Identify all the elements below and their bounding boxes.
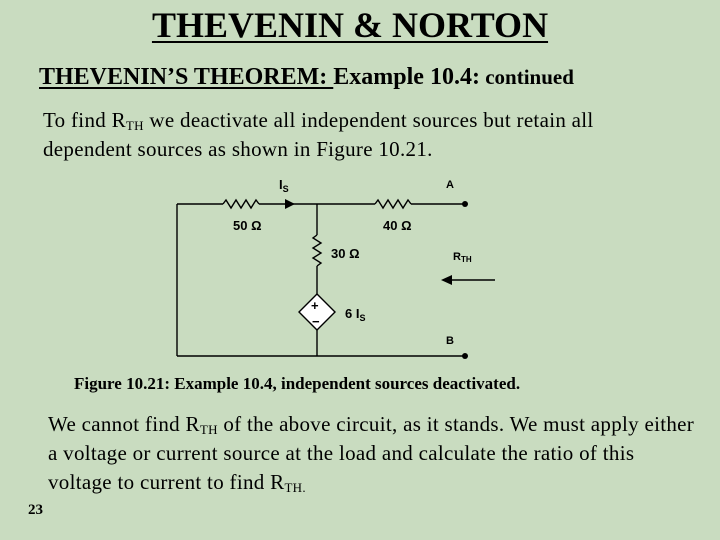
para1-subscript: TH	[125, 118, 144, 133]
resistor-40-icon	[374, 198, 412, 210]
page-number: 23	[28, 502, 43, 518]
para1-text-b: we deactivate all independent sources bu…	[43, 108, 594, 161]
para1-text-a: To find R	[43, 108, 126, 132]
current-arrow-icon	[285, 199, 295, 209]
para2-subscript-1: TH	[199, 422, 218, 437]
circuit-wires	[176, 198, 465, 357]
subtitle-example: Example 10.4:	[333, 64, 480, 90]
figure-caption: Figure 10.21: Example 10.4, independent …	[74, 374, 521, 393]
terminal-a-icon	[462, 201, 468, 207]
label-rth: RTH	[453, 251, 472, 264]
para2-subscript-2: TH.	[284, 480, 306, 495]
intro-paragraph: To find RTH we deactivate all independen…	[43, 106, 683, 164]
subtitle-theorem: THEVENIN’S THEOREM:	[39, 64, 334, 90]
label-current: IS	[279, 177, 289, 194]
circuit-diagram: + − IS 50 Ω 40 Ω 30 Ω 6 IS A B RTH	[176, 177, 495, 359]
para2-text-a: We cannot find R	[48, 412, 200, 436]
source-minus: −	[312, 314, 320, 329]
dependent-source-icon	[298, 293, 336, 331]
label-r2: 40 Ω	[383, 218, 412, 233]
label-node-a: A	[446, 179, 454, 191]
rth-arrow-icon	[441, 275, 452, 285]
label-dep-source: 6 IS	[345, 306, 365, 323]
label-r1: 50 Ω	[233, 218, 262, 233]
slide-subtitle: THEVENIN’S THEOREM: Example 10.4: contin…	[39, 64, 574, 91]
para2-text-b: of the above circuit, as it stands. We m…	[48, 412, 695, 494]
slide-title: THEVENIN & NORTON	[151, 5, 549, 45]
label-r3: 30 Ω	[331, 246, 360, 261]
label-node-b: B	[446, 335, 454, 347]
subtitle-continued: continued	[479, 65, 574, 89]
terminal-b-icon	[462, 353, 468, 359]
conclusion-paragraph: We cannot find RTH of the above circuit,…	[48, 410, 698, 497]
resistor-50-icon	[222, 198, 260, 210]
source-plus: +	[311, 298, 319, 313]
resistor-30-icon	[311, 234, 323, 267]
